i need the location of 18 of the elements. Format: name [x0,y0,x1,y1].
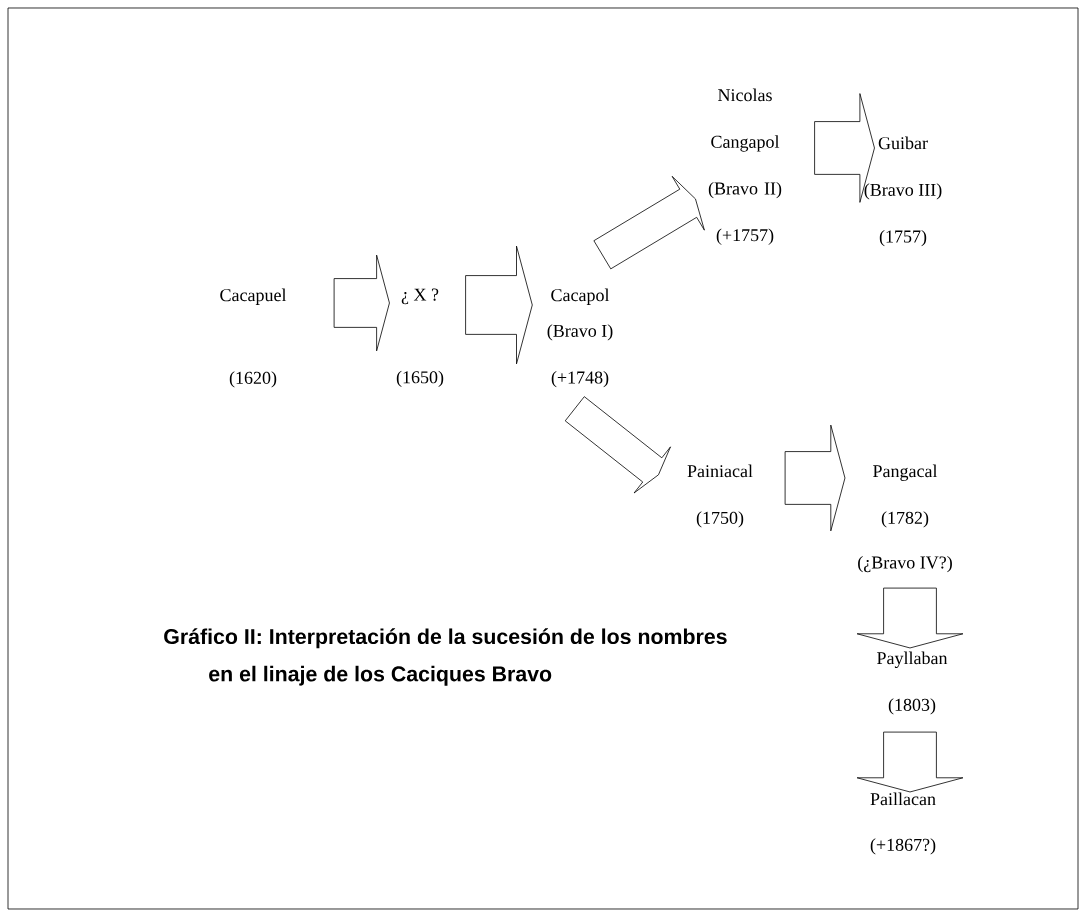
block-arrow [856,731,964,793]
block-arrow [814,93,875,203]
name-label: Pangacal (1782) (¿Bravo IV?) [858,464,952,573]
name-label: Paillacan (+1867?) [870,792,936,855]
block-arrow [465,245,533,365]
name-label: ¿ X ? (1650) [396,288,444,387]
name-label: Painiacal (1750) [687,464,753,528]
name-label: Guibar (Bravo III) (1757) [864,136,942,247]
name-label: Cacapuel (1620) [220,288,287,388]
block-arrow [784,424,846,532]
caption: Gráfico II: Interpretación de la sucesión de los nombres en el linaje de los Caciques Bravo [164,628,727,686]
block-arrow [564,396,671,494]
name-label: Payllaban (1803) [877,651,948,715]
block-arrow [593,175,705,270]
name-label: Nicolas Cangapol (Bravo II) (+1757) [708,88,782,245]
name-label: Cacapol (Bravo I) (+1748) [547,288,613,388]
block-arrow [856,587,964,649]
block-arrow [333,254,390,352]
